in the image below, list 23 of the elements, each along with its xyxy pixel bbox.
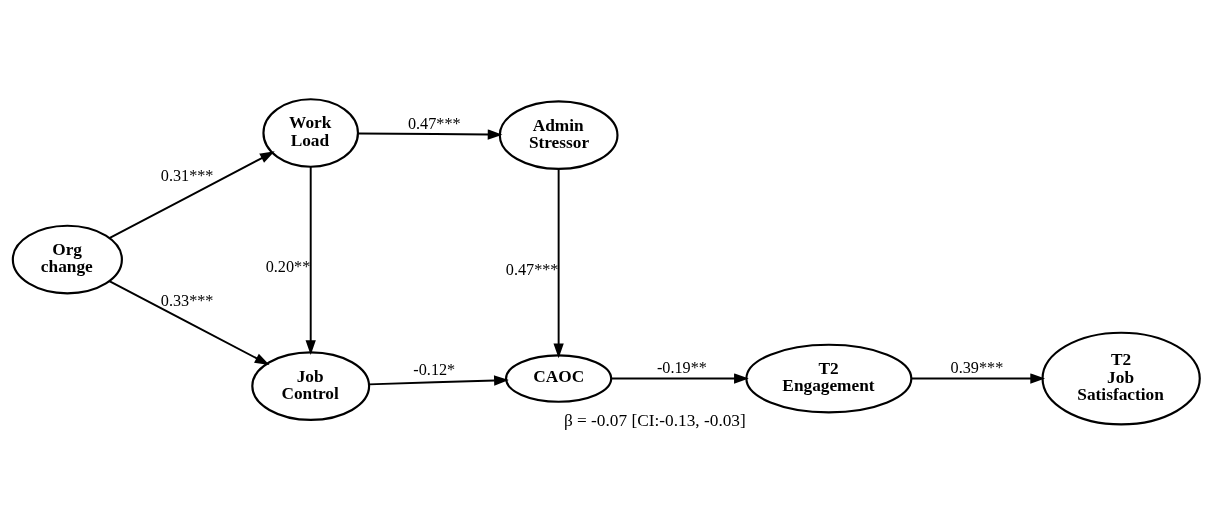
node-ellipse: T2 Job Satisfaction [1041,331,1201,426]
node-label: β = -0.07 [CI:-0.13, -0.03] [563,411,746,431]
node-ellipse: Admin Stressor [498,100,619,170]
node-ellipse: Work Load [262,98,360,168]
arrow [108,280,270,366]
edge-label: 0.20** [265,258,311,277]
edge-label: 0.47*** [407,114,461,133]
edge-label: 0.39*** [950,359,1004,378]
arrow [910,373,1046,384]
arrow [367,375,509,386]
arrow [553,168,564,359]
node-ellipse: Org change [11,224,123,295]
edge-label: 0.31*** [160,166,214,185]
edge-label: 0.47*** [505,261,559,280]
arrow [108,151,275,240]
arrow [610,373,749,384]
arrow [357,129,503,140]
arrow [305,165,316,355]
edge-label: -0.19** [656,359,707,378]
node-ellipse: CAOC [505,354,613,403]
edge-label: 0.33*** [160,292,214,311]
edge-label: -0.12* [413,361,456,380]
node-ellipse: T2 Engagement [745,343,913,414]
